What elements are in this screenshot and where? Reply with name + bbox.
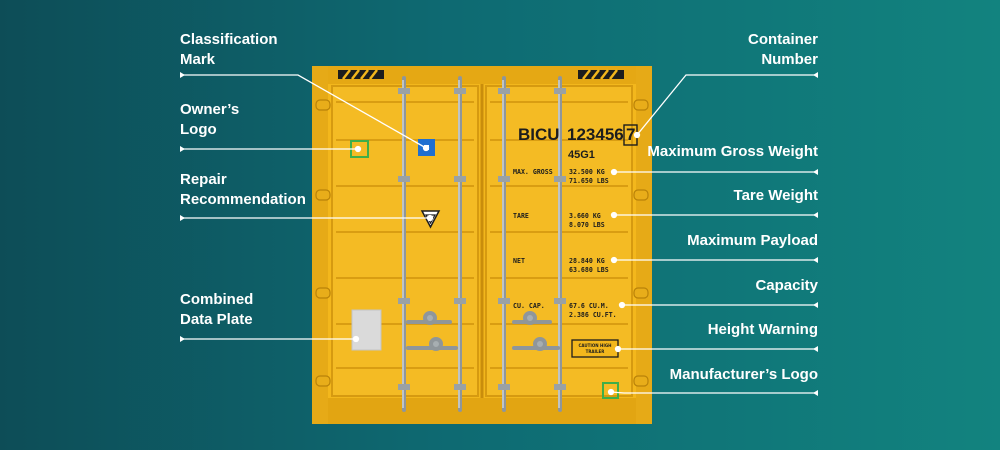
caution-line-2: TRAILER <box>586 349 605 354</box>
size-type-code: 45G1 <box>568 149 595 161</box>
label-tare-weight-text: Tare Weight <box>733 187 818 204</box>
label-combined-data-plate: Combined Data Plate <box>180 290 253 330</box>
label-max-payload-text: Maximum Payload <box>687 232 818 249</box>
hazard-stripe-right <box>578 69 624 80</box>
label-repair-recommendation: Repair Recommendation <box>180 170 306 210</box>
label-owners-logo-line1: Owner’s <box>180 101 240 118</box>
label-max-gross-weight: Maximum Gross Weight <box>647 142 818 162</box>
caution-line-1: CAUTION HIGH <box>579 343 612 348</box>
locking-bars <box>402 76 562 412</box>
net-kg: 28.840 KG <box>569 257 605 265</box>
label-container-number-line2: Number <box>761 51 818 68</box>
leader-lines <box>180 74 818 396</box>
serial-number: 123456 <box>567 125 624 144</box>
data-plate <box>351 309 382 351</box>
shipping-container: BICU 123456 7 45G1 MAX. GROSS 32.500 KG … <box>312 66 652 424</box>
max-gross-kg: 32.500 KG <box>569 168 605 176</box>
manufacturer-logo-mark <box>602 382 619 399</box>
hazard-stripe-left <box>338 69 384 80</box>
door-handles <box>406 311 560 351</box>
tare-kg: 3.660 KG <box>569 212 601 220</box>
label-repair-line2: Recommendation <box>180 191 306 208</box>
label-height-warning: Height Warning <box>708 320 818 340</box>
owner-code: BICU <box>518 125 560 144</box>
bottom-rail <box>312 398 652 424</box>
leader-classification-mark <box>180 74 427 149</box>
cucap-ft: 2.386 CU.FT. <box>569 311 617 319</box>
label-max-gross-weight-text: Maximum Gross Weight <box>647 143 818 160</box>
label-container-number-line1: Container <box>747 31 818 48</box>
label-classification-mark-line2: Mark <box>180 51 216 68</box>
max-gross-label: MAX. GROSS <box>513 168 553 176</box>
net-lbs: 63.680 LBS <box>569 266 609 274</box>
label-manufacturers-logo-text: Manufacturer’s Logo <box>669 366 818 383</box>
cucap-label: CU. CAP. <box>513 302 545 310</box>
net-label: NET <box>513 257 525 265</box>
check-digit: 7 <box>626 125 635 144</box>
left-post <box>312 66 328 424</box>
label-manufacturers-logo: Manufacturer’s Logo <box>670 365 818 385</box>
label-tare-weight: Tare Weight <box>734 186 818 206</box>
cucap-m: 67.6 CU.M. <box>569 302 609 310</box>
label-classification-mark: Classification Mark <box>180 30 278 70</box>
max-gross-lbs: 71.650 LBS <box>569 177 609 185</box>
label-classification-mark-line1: Classification <box>180 31 278 48</box>
label-container-number: Container Number <box>748 30 818 70</box>
label-height-warning-text: Height Warning <box>707 321 818 338</box>
label-owners-logo: Owner’s Logo <box>180 100 239 140</box>
tare-lbs: 8.070 LBS <box>569 221 605 229</box>
label-data-plate-line2: Data Plate <box>180 311 253 328</box>
tare-label: TARE <box>513 212 529 220</box>
label-max-payload: Maximum Payload <box>687 231 818 251</box>
label-owners-logo-line2: Logo <box>180 121 217 138</box>
leader-end-ticks <box>180 72 818 396</box>
label-capacity: Capacity <box>755 276 818 296</box>
top-rail <box>312 66 652 84</box>
hinges <box>315 99 649 387</box>
bar-guides <box>398 88 566 390</box>
label-repair-line1: Repair <box>180 171 227 188</box>
label-capacity-text: Capacity <box>755 277 818 294</box>
leader-container-number <box>636 74 818 136</box>
right-post <box>636 66 652 424</box>
label-data-plate-line1: Combined <box>180 291 254 308</box>
leader-manufacturer <box>610 391 818 394</box>
